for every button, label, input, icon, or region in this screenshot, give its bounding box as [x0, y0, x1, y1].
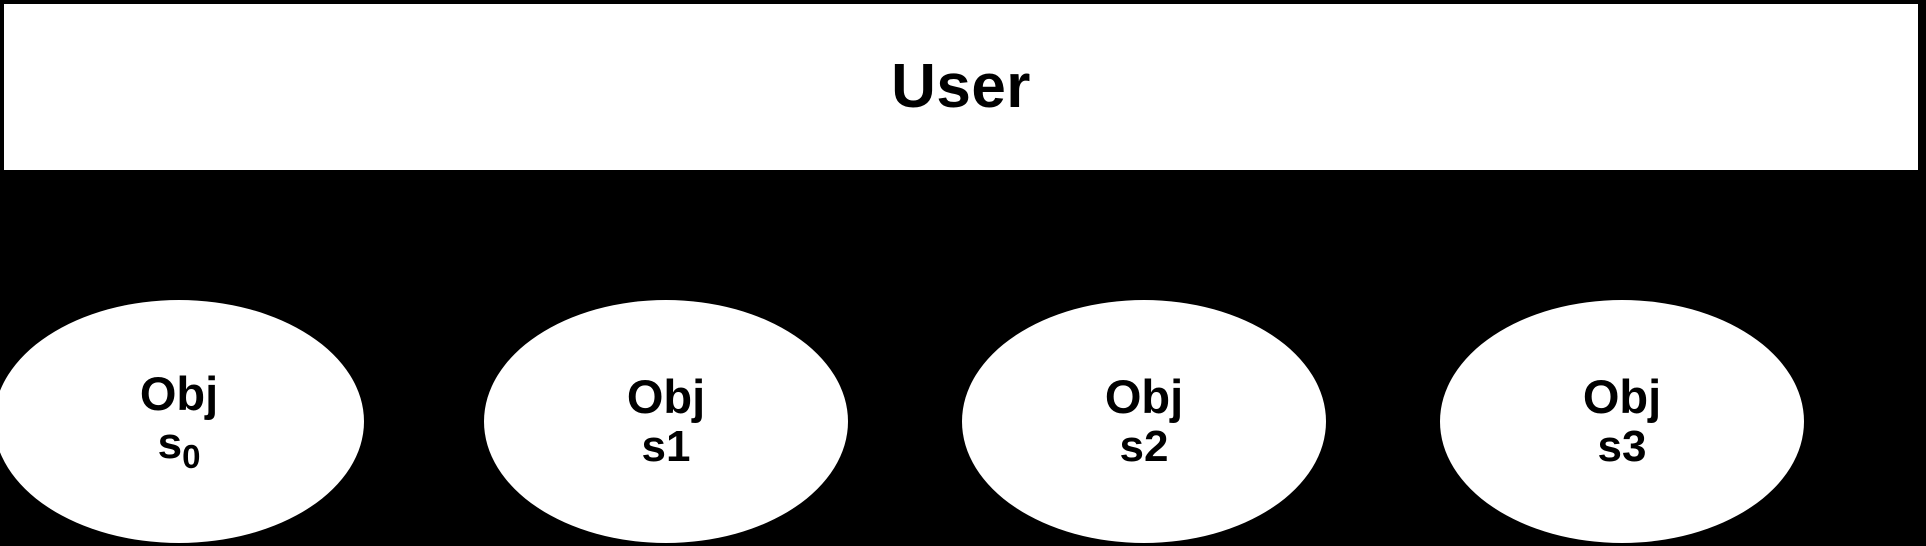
state-symbol: s	[1119, 422, 1144, 472]
object-node-state-label: s0	[157, 419, 201, 475]
state-symbol: s	[157, 419, 183, 469]
state-symbol: s	[1597, 422, 1622, 472]
user-box[interactable]: User	[2, 2, 1920, 172]
object-node-title: Obj	[1104, 370, 1184, 424]
object-node-title: Obj	[139, 367, 219, 421]
object-node-title: Obj	[1582, 370, 1662, 424]
state-index: 3	[1622, 422, 1647, 472]
user-box-label: User	[891, 52, 1031, 121]
state-symbol: s	[641, 422, 666, 472]
state-index: 2	[1144, 422, 1169, 472]
object-node-state-label: s2	[1119, 422, 1169, 472]
object-node-state-label: s3	[1597, 422, 1647, 472]
state-index: 0	[182, 437, 201, 475]
object-node-title: Obj	[626, 370, 706, 424]
object-node-state-label: s1	[641, 422, 691, 472]
state-index: 1	[666, 422, 691, 472]
